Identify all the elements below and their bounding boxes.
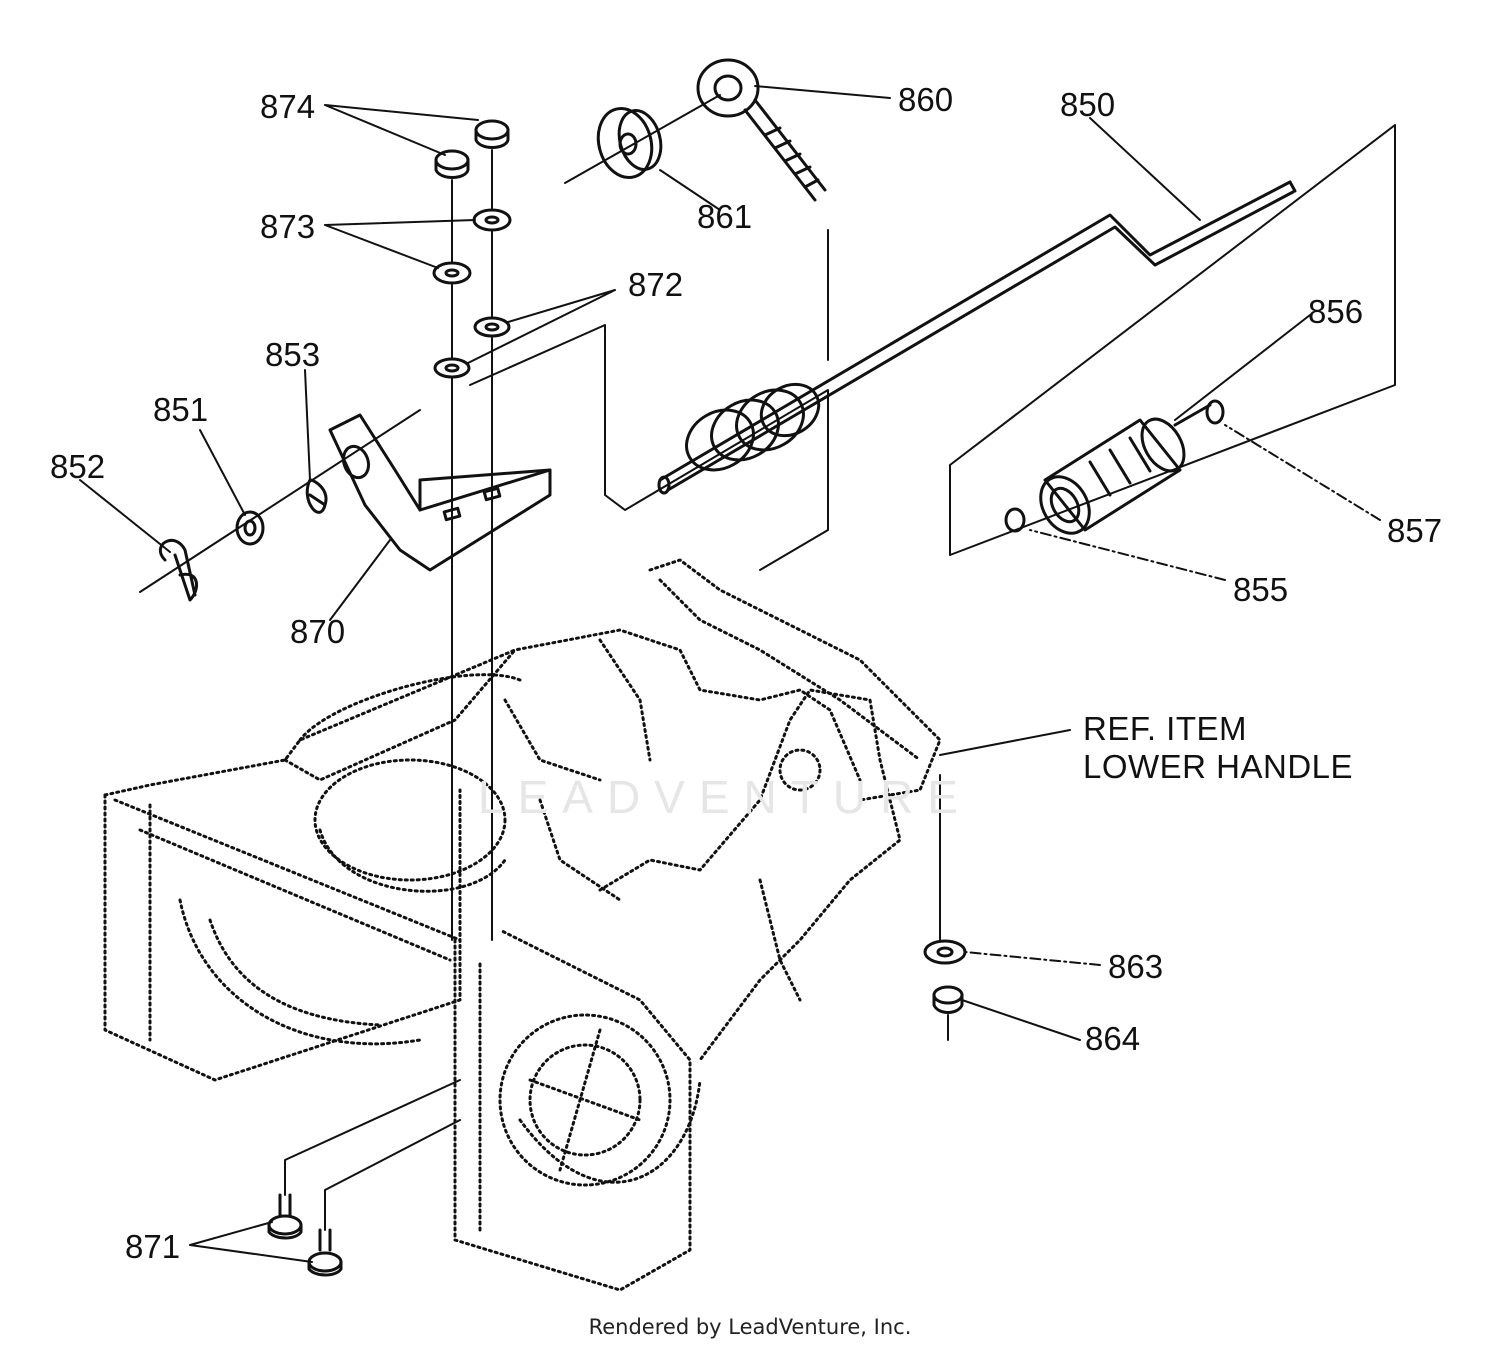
callout-873: 873 bbox=[260, 208, 316, 245]
bracket-870 bbox=[328, 413, 552, 572]
chassis-outline bbox=[103, 558, 942, 1292]
washer-851-hole bbox=[243, 519, 257, 537]
callout-852: 852 bbox=[50, 448, 106, 485]
eye-bolt-860 bbox=[696, 58, 827, 202]
callout-860: 860 bbox=[898, 81, 954, 118]
callout-871: 871 bbox=[125, 1228, 181, 1265]
callout-861: 861 bbox=[697, 198, 753, 235]
roller-assembly bbox=[1004, 399, 1225, 535]
hairpin-clip-852 bbox=[158, 538, 199, 602]
callout-856: 856 bbox=[1308, 293, 1364, 330]
callout-872: 872 bbox=[628, 266, 684, 303]
assembly-frames bbox=[469, 124, 1396, 571]
ref-item-line1: REF. ITEM bbox=[1083, 710, 1248, 747]
callout-850: 850 bbox=[1060, 86, 1116, 123]
ref-item-line2: LOWER HANDLE bbox=[1083, 748, 1354, 785]
bolts-871 bbox=[267, 1079, 461, 1277]
callout-874: 874 bbox=[260, 88, 316, 125]
pin-axis bbox=[139, 409, 421, 593]
cotter-pin-853 bbox=[305, 478, 328, 514]
washer-851 bbox=[235, 510, 265, 546]
callout-863: 863 bbox=[1108, 948, 1164, 985]
callout-853: 853 bbox=[265, 336, 321, 373]
fastener-stack bbox=[432, 119, 512, 379]
callout-851: 851 bbox=[153, 391, 209, 428]
spring-coil bbox=[685, 382, 821, 472]
leader-lines bbox=[79, 85, 1381, 1263]
callout-855: 855 bbox=[1233, 571, 1289, 608]
callout-857: 857 bbox=[1387, 512, 1443, 549]
footer-credit: Rendered by LeadVenture, Inc. bbox=[588, 1315, 912, 1339]
control-rod-850 bbox=[657, 180, 1297, 495]
grommet-861 bbox=[564, 94, 721, 184]
watermark-text: LEADVENTURE bbox=[478, 771, 972, 823]
callout-864: 864 bbox=[1085, 1020, 1141, 1057]
callout-870: 870 bbox=[290, 613, 346, 650]
